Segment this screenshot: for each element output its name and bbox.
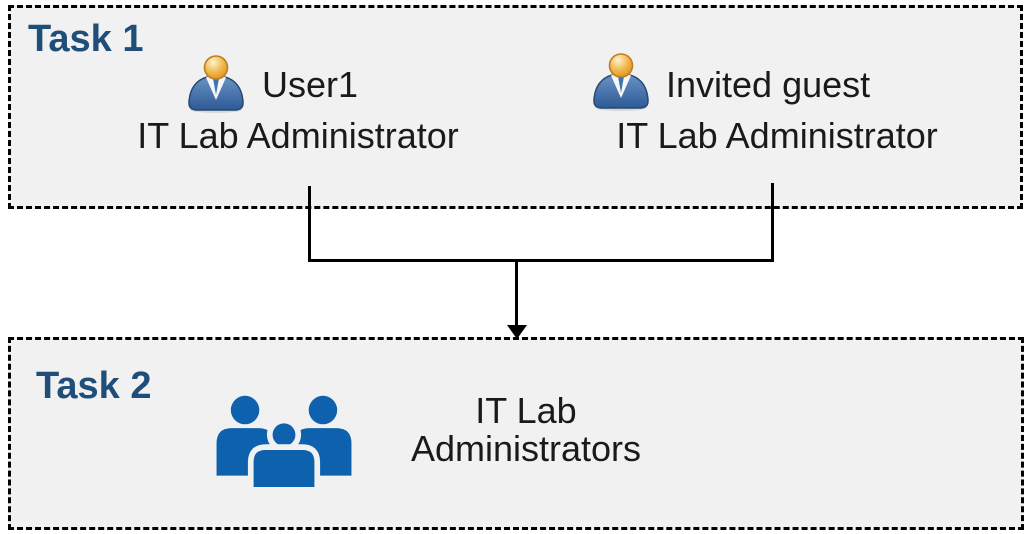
task1-label: Task 1 (28, 18, 144, 60)
connector-line-right (771, 183, 774, 262)
connector-line-merge (308, 259, 774, 262)
connector-line-stem (515, 259, 518, 329)
group-name-line2: Administrators (410, 428, 642, 469)
people-group-icon (212, 392, 356, 496)
user1-name: User1 (262, 64, 359, 105)
group-name: IT Lab Administrators (326, 392, 726, 468)
group-name-line1: IT Lab (475, 390, 577, 431)
task2-label: Task 2 (36, 365, 152, 407)
user1-role: IT Lab Administrator (137, 115, 459, 156)
person-icon (186, 55, 246, 113)
task2-box (8, 337, 1024, 530)
arrow-down-icon (507, 325, 527, 339)
invited-guest-role: IT Lab Administrator (616, 115, 938, 156)
invited-guest-name: Invited guest (666, 64, 871, 105)
task1-box (8, 5, 1023, 209)
person-icon (591, 53, 651, 111)
connector-line-left (308, 186, 311, 262)
